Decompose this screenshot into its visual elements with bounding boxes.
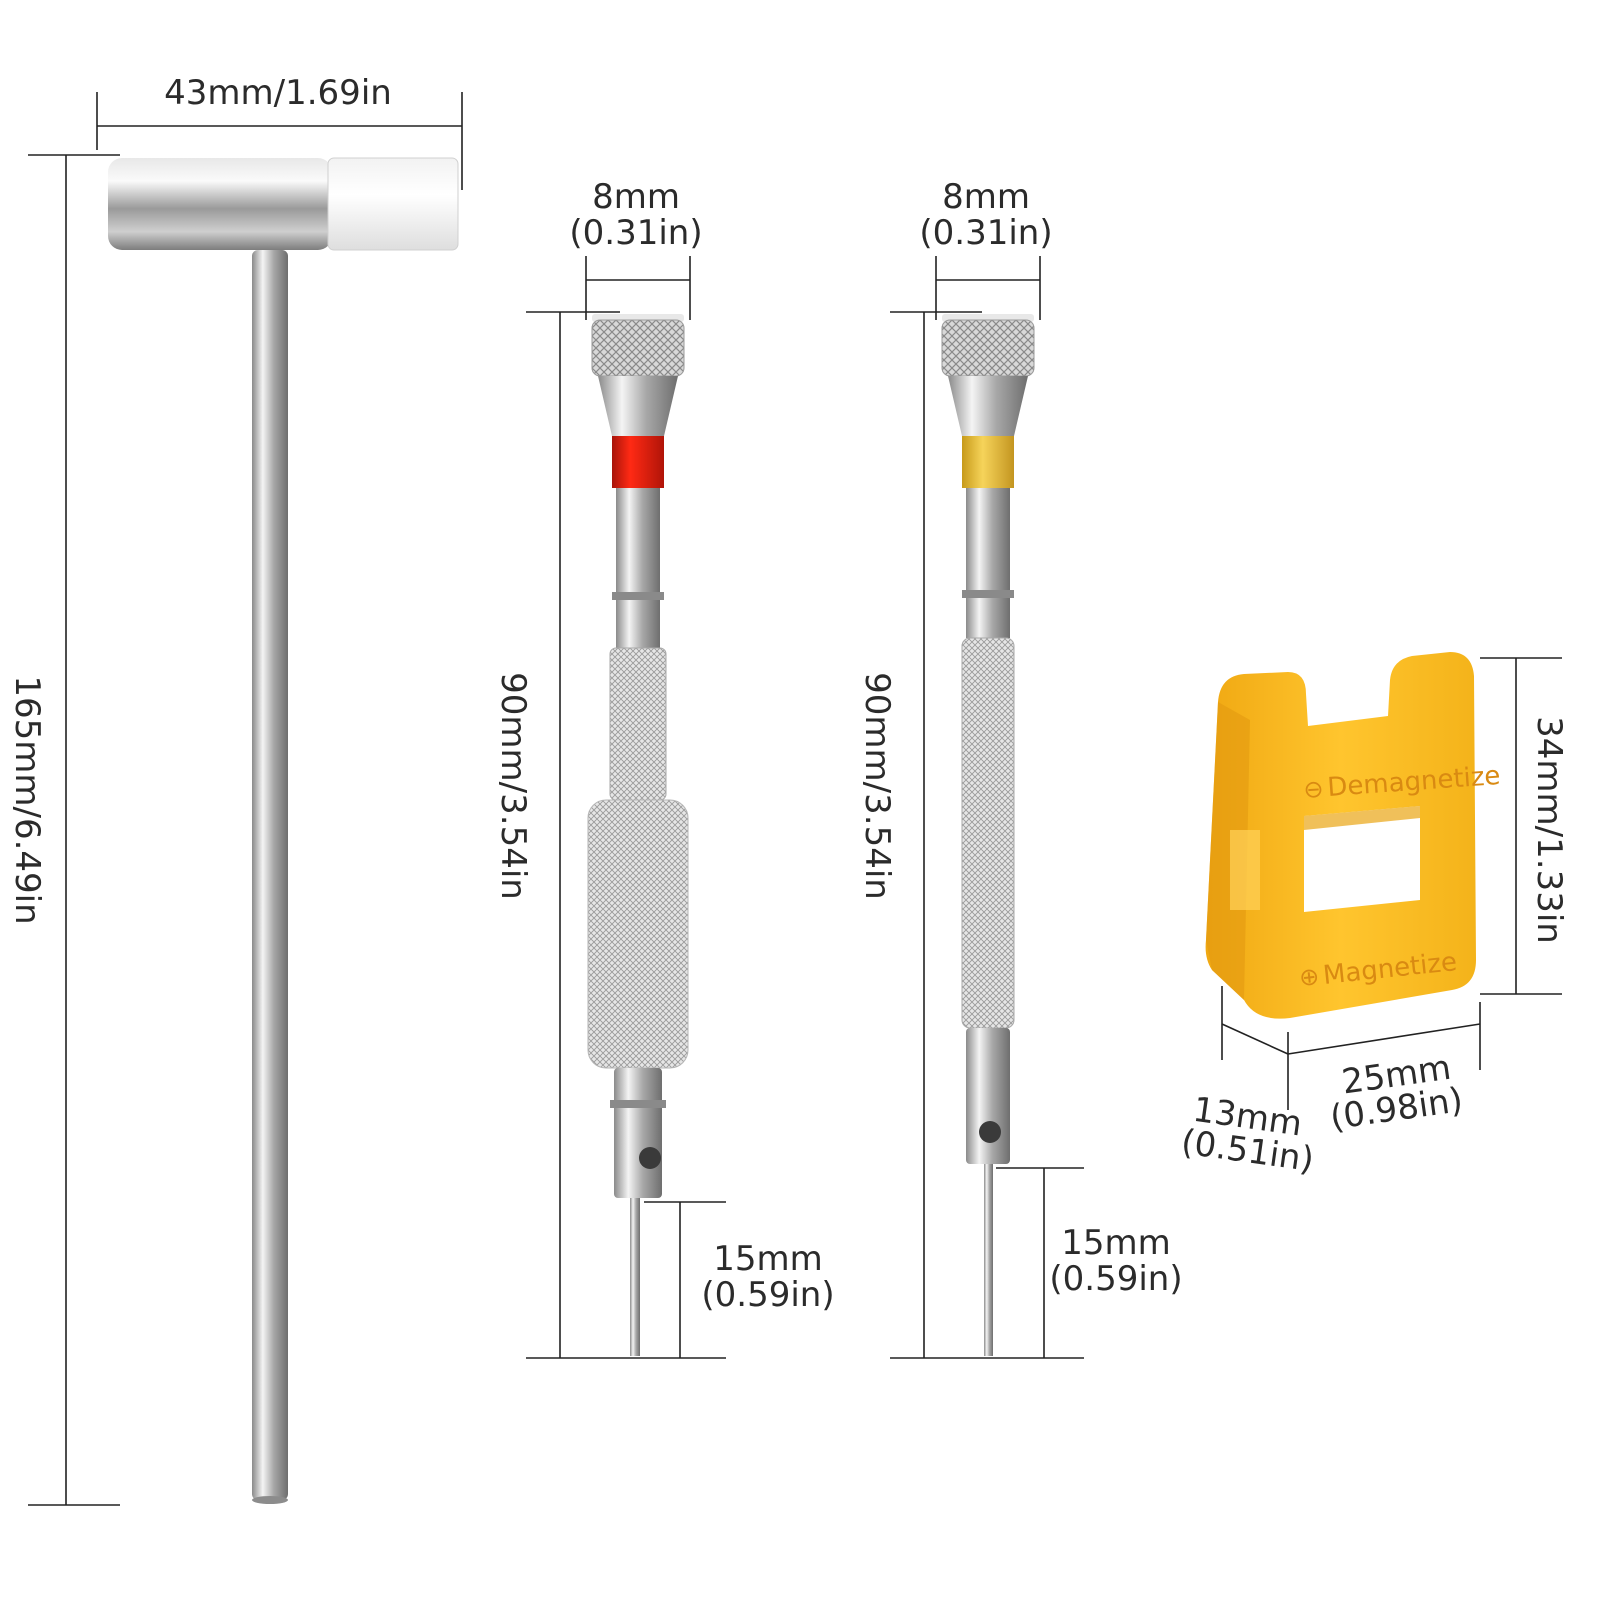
screwdriver-red (587, 314, 689, 1356)
red-knurled-cap (591, 319, 685, 377)
magnetizer-width-dimension: 25mm (0.98in) (1287, 1002, 1481, 1138)
red-length-label: 90mm/3.54in (493, 672, 533, 900)
magnetizer-opening (1304, 806, 1420, 912)
red-length-dimension: 90mm/3.54in (493, 311, 726, 1359)
screwdriver-yellow (941, 314, 1035, 1356)
magnetizer-block: ⊖ Demagnetize ⊕ Magnetize (1205, 652, 1501, 1019)
red-collar (598, 376, 678, 436)
red-cap-mm: 8mm (592, 177, 680, 217)
yellow-tip-dimension: 15mm (0.59in) (996, 1167, 1183, 1358)
yellow-blade (984, 1164, 993, 1356)
yellow-knurled-grip (961, 637, 1015, 1029)
red-tip-dimension: 15mm (0.59in) (644, 1201, 835, 1358)
hammer-length-dimension: 165mm/6.49in (7, 154, 120, 1506)
yellow-chuck (966, 1028, 1010, 1164)
magnetize-plus-icon: ⊕ (1298, 962, 1321, 992)
demagnetize-minus-icon: ⊖ (1302, 775, 1324, 804)
hammer-width-dimension: 43mm/1.69in (96, 73, 463, 190)
yellow-collar (948, 376, 1028, 436)
red-rotating-sleeve (587, 799, 689, 1069)
magnetizer-height-label: 34mm/1.33in (1529, 716, 1569, 944)
red-tip-mm: 15mm (713, 1239, 823, 1279)
red-cap-width-dimension: 8mm (0.31in) (569, 177, 703, 320)
yellow-cap-in: (0.31in) (919, 213, 1052, 253)
red-tip-in: (0.59in) (701, 1275, 834, 1315)
hammer-handle (252, 250, 288, 1500)
yellow-knurled-cap (941, 319, 1035, 377)
red-cap-in: (0.31in) (569, 213, 702, 253)
red-chuck (614, 1068, 662, 1198)
yellow-cap-mm: 8mm (942, 177, 1030, 217)
yellow-color-band (962, 436, 1014, 488)
yellow-cap-width-dimension: 8mm (0.31in) (919, 177, 1053, 320)
red-blade (630, 1198, 640, 1356)
yellow-tip-mm: 15mm (1061, 1223, 1171, 1263)
hammer-nylon-tip (327, 157, 459, 251)
hammer-handle-end (252, 1496, 288, 1504)
red-upper-shaft (616, 488, 660, 648)
red-set-screw (639, 1147, 661, 1169)
yellow-upper-shaft (966, 488, 1010, 638)
yellow-length-label: 90mm/3.54in (857, 672, 897, 900)
magnetizer-height-dimension: 34mm/1.33in (1480, 657, 1569, 995)
red-knurled-grip (609, 647, 667, 801)
hammer-steel-head (108, 158, 332, 250)
hammer-width-label: 43mm/1.69in (164, 73, 392, 113)
red-color-band (612, 436, 664, 488)
yellow-tip-in: (0.59in) (1049, 1259, 1182, 1299)
yellow-length-dimension: 90mm/3.54in (857, 311, 1084, 1359)
hammer-length-label: 165mm/6.49in (7, 675, 47, 924)
yellow-set-screw (979, 1121, 1001, 1143)
watch-hammer (108, 157, 459, 1504)
